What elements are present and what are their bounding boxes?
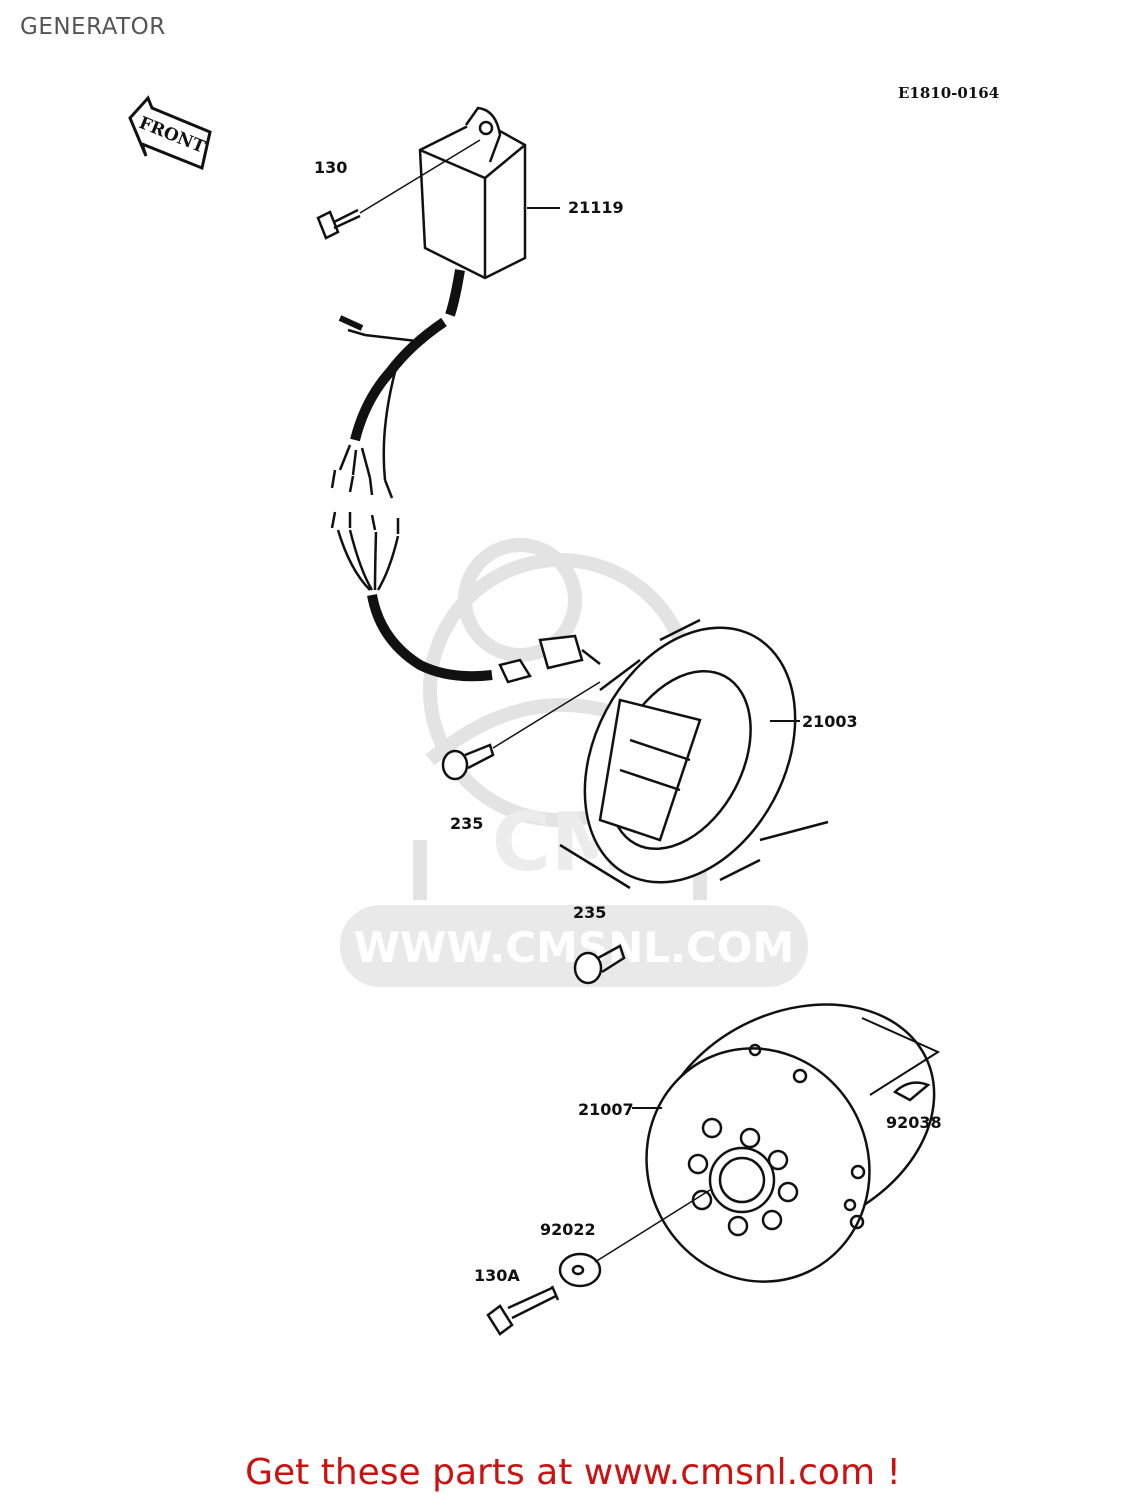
callout-21119: 21119 [568, 198, 624, 217]
screw-235-lower [573, 944, 626, 985]
reference-code: E1810-0164 [898, 84, 1000, 102]
callout-130: 130 [314, 158, 348, 177]
front-arrow-icon: FRONT [128, 95, 212, 171]
callout-92022: 92022 [540, 1220, 596, 1239]
watermark-banner [340, 905, 808, 987]
watermark-text: WWW.CMSNL.COM [354, 923, 795, 972]
wiring-harness [330, 269, 601, 684]
washer-92022 [558, 1189, 711, 1288]
callout-130a: 130A [474, 1266, 520, 1285]
flywheel-21007 [645, 1003, 936, 1283]
callout-235-upper: 235 [450, 814, 484, 833]
callout-21003: 21003 [802, 712, 858, 731]
screw-235-upper [441, 681, 601, 781]
callout-92038: 92038 [886, 1113, 942, 1132]
cdi-unit [418, 106, 527, 280]
callout-235-lower: 235 [573, 903, 607, 922]
stator-21003 [559, 618, 829, 890]
callout-21007: 21007 [578, 1100, 634, 1119]
bolt-130a [486, 1285, 560, 1336]
woodruff-key-92038 [892, 1081, 931, 1102]
footer-link[interactable]: Get these parts at www.cmsnl.com ! [245, 1452, 901, 1493]
bolt-130 [316, 139, 481, 240]
page-title: GENERATOR [20, 14, 166, 40]
